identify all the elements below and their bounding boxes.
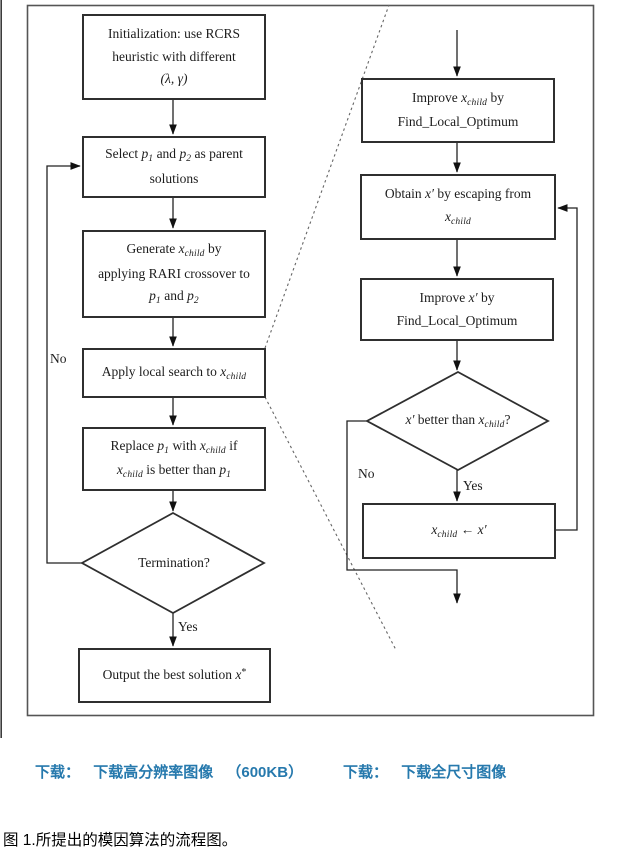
label-yes-right: Yes xyxy=(463,478,483,493)
download-group-hires: 下载： 下载高分辨率图像 （600KB） xyxy=(35,761,312,782)
zoom-guide-lower-dashed-line xyxy=(264,396,397,651)
label-no-left: No xyxy=(50,351,67,366)
zoom-guide-upper-dashed-line xyxy=(264,4,390,349)
node-termination-decision: Termination? xyxy=(138,554,210,570)
download-fullsize-link[interactable]: 下载全尺寸图像 xyxy=(401,764,507,781)
arrow-termination-no-loop xyxy=(46,162,82,564)
termination-diamond xyxy=(80,511,266,615)
figure-caption: 图 1.所提出的模因算法的流程图。 xyxy=(3,832,238,849)
node-better-decision: x′ better than xchild? xyxy=(405,411,511,430)
node-assign-child: xchild ← x′ xyxy=(362,503,556,559)
node-output-solution: Output the best solution x* xyxy=(78,648,271,703)
arrow-assign-loop-to-obtain xyxy=(555,204,578,531)
download-row: 下载： 下载高分辨率图像 （600KB） 下载： 下载全尺寸图像 xyxy=(0,758,635,784)
label-no-right: No xyxy=(358,466,375,481)
download-hires-link[interactable]: 下载高分辨率图像 xyxy=(93,764,214,781)
better-diamond xyxy=(365,370,550,472)
download-group-fullsize: 下载： 下载全尺寸图像 xyxy=(343,761,515,782)
flowchart-canvas: No Yes No Yes xyxy=(0,0,595,738)
node-apply-local-search: Apply local search to xchild xyxy=(82,348,266,398)
label-yes-left: Yes xyxy=(178,619,198,634)
download-size-badge: （600KB） xyxy=(226,764,304,781)
arrow-better-no-to-exit xyxy=(346,420,461,604)
figure-frame xyxy=(26,4,595,717)
download-prefix-left: 下载： xyxy=(35,764,81,781)
download-prefix-right: 下载： xyxy=(343,764,389,781)
